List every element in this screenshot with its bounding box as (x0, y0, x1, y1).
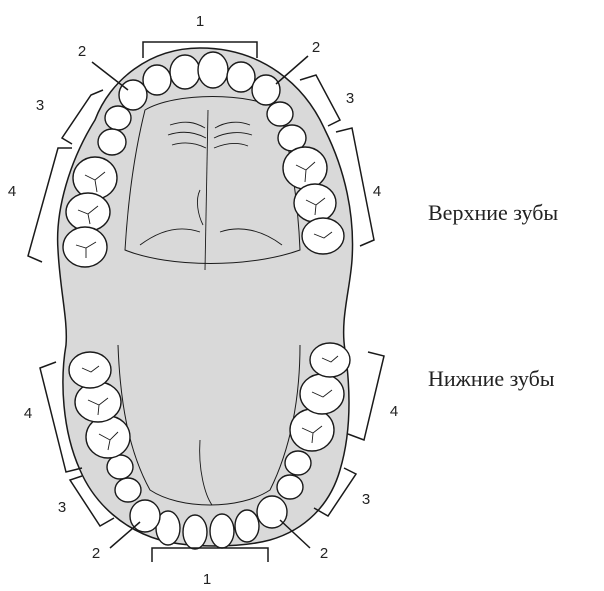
label-upper-molars-right: 4 (373, 183, 381, 200)
lower-incisor-2 (183, 515, 207, 549)
lower-molar-left-2 (75, 382, 121, 422)
upper-incisor-3 (143, 65, 171, 95)
label-lower-molars-right: 4 (390, 403, 398, 420)
caption-lower-teeth: Нижние зубы (428, 366, 555, 392)
lower-molar-left-3 (69, 352, 111, 388)
upper-molar-left-1 (73, 157, 117, 199)
lower-molar-right-3 (310, 343, 350, 377)
lower-incisor-4 (235, 510, 259, 542)
label-lower-premolars-right: 3 (362, 491, 370, 508)
label-lower-canine-right: 2 (320, 545, 328, 562)
label-upper-premolars-left: 3 (36, 97, 44, 114)
upper-molar-right-2 (294, 184, 336, 222)
bracket-lower-molars-right (348, 352, 384, 440)
label-upper-canine-right: 2 (312, 39, 320, 56)
lower-molar-right-1 (290, 409, 334, 451)
upper-incisor-2 (198, 52, 228, 88)
upper-incisor-1 (170, 55, 200, 89)
lower-premolar-right-2 (285, 451, 311, 475)
label-lower-molars-left: 4 (24, 405, 32, 422)
upper-molar-left-3 (63, 227, 107, 267)
upper-molar-left-2 (66, 193, 110, 231)
lower-molar-left-1 (86, 416, 130, 458)
lower-incisor-3 (210, 514, 234, 548)
leader-upper-canine-right (276, 56, 308, 84)
label-upper-molars-left: 4 (8, 183, 16, 200)
leader-upper-canine-left (92, 62, 128, 90)
lower-premolar-right-1 (277, 475, 303, 499)
upper-canine-right (252, 75, 280, 105)
upper-incisor-4 (227, 62, 255, 92)
upper-molar-right-3 (302, 218, 344, 254)
label-lower-incisors: 1 (203, 571, 211, 588)
leader-lower-canine-left (110, 522, 140, 548)
label-lower-premolars-left: 3 (58, 499, 66, 516)
upper-premolar-left-2 (98, 129, 126, 155)
upper-premolar-left-1 (105, 106, 131, 130)
bracket-lower-incisors (152, 548, 268, 562)
label-upper-premolars-right: 3 (346, 90, 354, 107)
upper-premolar-right-1 (267, 102, 293, 126)
label-upper-canine-left: 2 (78, 43, 86, 60)
label-upper-incisors: 1 (196, 13, 204, 30)
lower-molar-right-2 (300, 374, 344, 414)
upper-canine-left (119, 80, 147, 110)
lower-premolar-left-1 (115, 478, 141, 502)
upper-molar-right-1 (283, 147, 327, 189)
lower-premolar-left-2 (107, 455, 133, 479)
label-lower-canine-left: 2 (92, 545, 100, 562)
caption-upper-teeth: Верхние зубы (428, 200, 558, 226)
